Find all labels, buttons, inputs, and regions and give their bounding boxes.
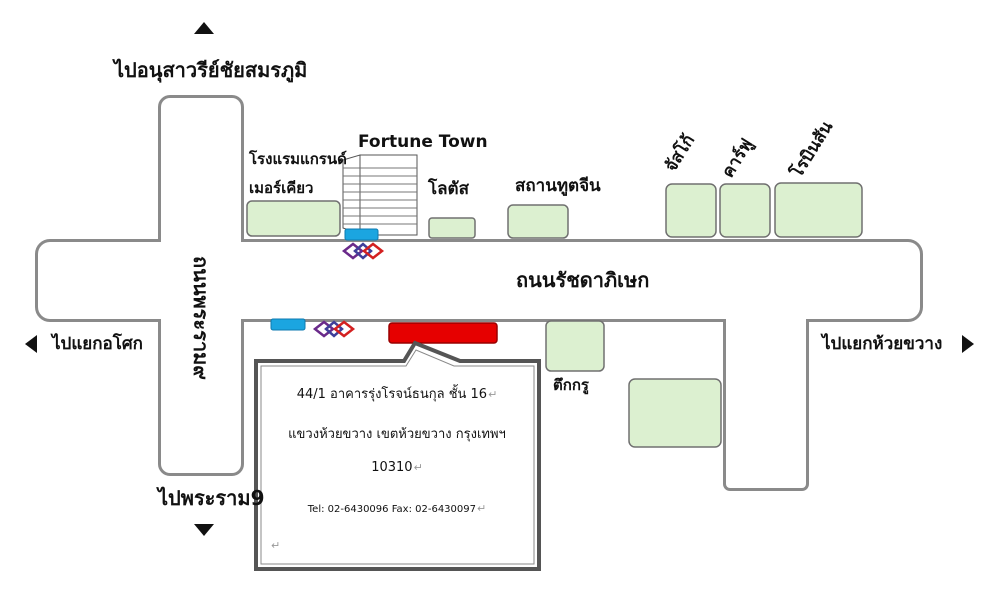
address-box: 44/1 อาคารรุ่งโรจน์ธนกุล ชั้น 16↵ แขวงห้… — [256, 357, 538, 567]
jusco-building — [665, 183, 717, 238]
metro-icon — [341, 242, 385, 260]
lotus-label: โลตัส — [428, 179, 469, 199]
arrow-down-icon — [194, 524, 214, 536]
hotel-label-line2: เมอร์เคียว — [249, 179, 314, 197]
east-direction-label: ไปแยกห้วยขวาง — [822, 334, 943, 354]
hotel-building — [246, 200, 341, 237]
north-direction-label: ไปอนุสาวรีย์ชัยสมรภูมิ — [114, 58, 308, 82]
address-line-2: แขวงห้วยขวาง เขตห้วยขวาง กรุงเทพฯ — [288, 427, 506, 442]
west-direction-label: ไปแยกอโศก — [52, 334, 143, 354]
road-name-rama9: ถนนพระราม๙ — [189, 256, 213, 380]
embassy-label: สถานทูตจีน — [515, 176, 601, 196]
embassy-building — [507, 204, 569, 239]
address-line-3: 10310↵ — [371, 460, 423, 475]
south-direction-label: ไปพระราม9 — [158, 486, 265, 510]
arrow-left-icon — [25, 335, 37, 353]
fortune-town-label: Fortune Town — [358, 132, 488, 152]
road-name-ratchadaphisek: ถนนรัชดาภิเษก — [516, 268, 650, 292]
tuk-cru-building — [545, 320, 605, 372]
address-callout — [254, 340, 541, 571]
station-south — [270, 318, 306, 331]
metro-icon — [312, 320, 356, 338]
address-phone-line: Tel: 02-6430096 Fax: 02-6430097↵ — [307, 502, 487, 515]
lotus-building — [428, 217, 476, 239]
block-building — [628, 378, 722, 448]
station-north — [344, 228, 379, 241]
road-network — [35, 95, 923, 491]
tuk-cru-label: ตึกกรู — [553, 376, 589, 394]
arrow-right-icon — [962, 335, 974, 353]
carrefour-building — [719, 183, 771, 238]
address-line-1: 44/1 อาคารรุ่งโรจน์ธนกุล ชั้น 16↵ — [296, 387, 498, 402]
hotel-label: โรงแรมแกรนด์ — [249, 150, 347, 168]
target-location-marker — [388, 322, 498, 344]
arrow-up-icon — [194, 22, 214, 34]
fortune-town-building — [342, 154, 418, 236]
paragraph-mark: ↵ — [271, 539, 281, 552]
robinson-building — [774, 182, 863, 238]
